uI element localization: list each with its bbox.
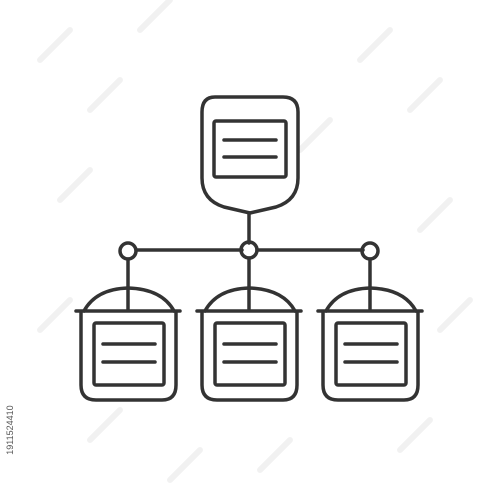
child-node-left (74, 286, 182, 402)
child-dome (203, 286, 297, 313)
child-document-icon (334, 321, 408, 387)
child-document-icon (92, 321, 166, 387)
child-dome (82, 286, 176, 313)
child-document-icon (213, 321, 287, 387)
child-node-center (195, 286, 303, 402)
stock-id-label: 1911524410 (5, 405, 15, 455)
root-node (200, 95, 300, 215)
junction-node-icon (118, 241, 138, 261)
child-node-right (316, 286, 424, 402)
child-dome (324, 286, 418, 313)
child-box-outline (316, 309, 424, 402)
child-box-outline (74, 309, 182, 402)
root-shield-outline (200, 95, 300, 215)
root-document-icon (212, 119, 288, 179)
child-box-outline (195, 309, 303, 402)
